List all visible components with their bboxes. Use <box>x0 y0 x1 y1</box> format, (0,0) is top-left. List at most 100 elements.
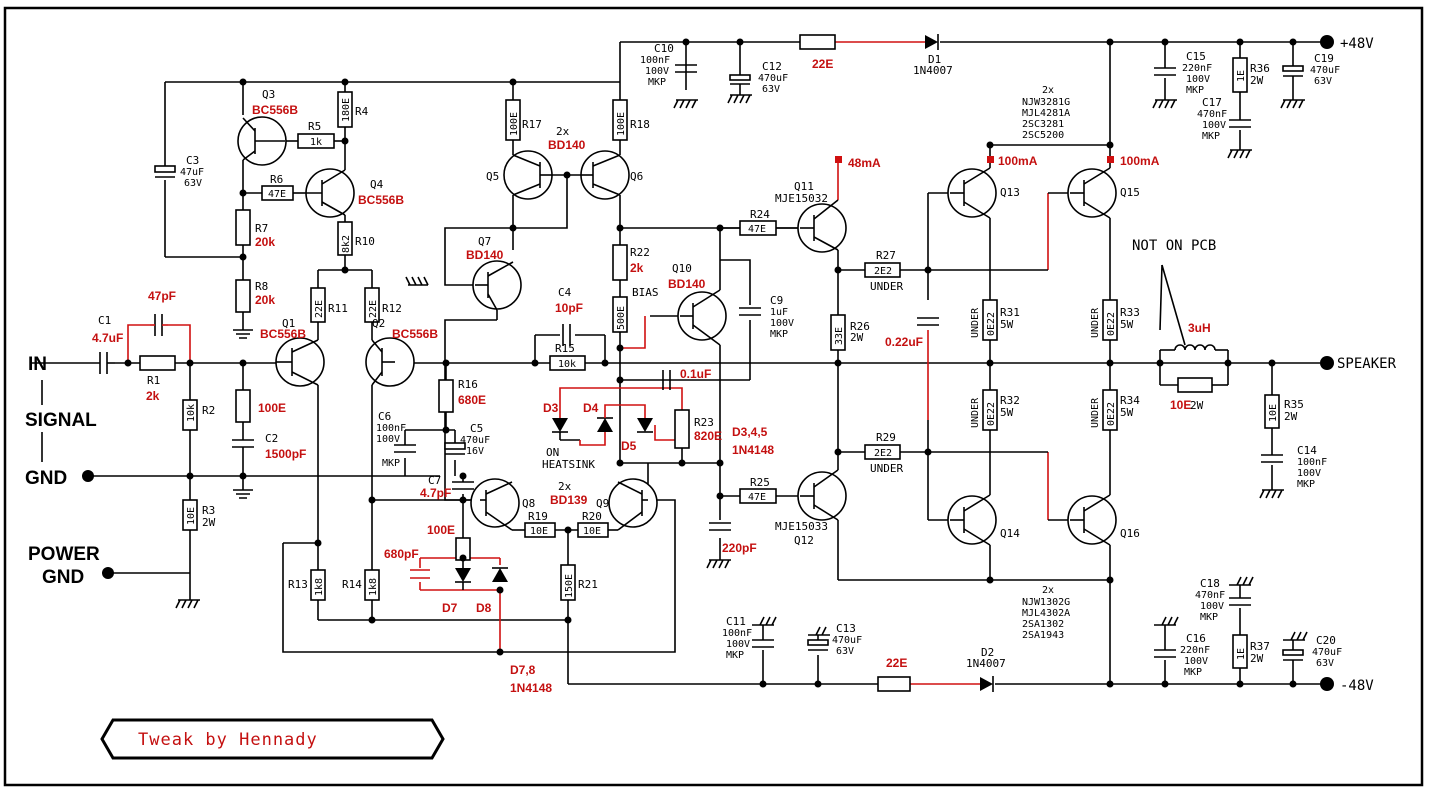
svg-text:1k8: 1k8 <box>314 578 325 596</box>
resistor-r32 <box>982 389 998 431</box>
svg-text:1N4148: 1N4148 <box>732 443 774 457</box>
svg-text:100E: 100E <box>427 523 455 537</box>
svg-text:R32: R32 <box>1000 394 1020 407</box>
svg-text:R26: R26 <box>850 320 870 333</box>
svg-text:1k: 1k <box>310 137 322 148</box>
svg-text:Q12: Q12 <box>794 534 814 547</box>
svg-text:100V: 100V <box>726 639 750 650</box>
svg-text:UNDER: UNDER <box>1090 307 1101 338</box>
resistor-r15 <box>549 355 586 371</box>
svg-text:MKP: MKP <box>1184 667 1202 678</box>
svg-text:C7: C7 <box>428 474 441 487</box>
svg-text:Q8: Q8 <box>522 497 535 510</box>
transistor-q4 <box>305 168 355 218</box>
svg-text:R8: R8 <box>255 280 268 293</box>
svg-text:1500pF: 1500pF <box>265 447 306 461</box>
svg-text:180E: 180E <box>341 98 352 122</box>
svg-text:2k: 2k <box>146 389 160 403</box>
resistor-r3 <box>182 499 198 531</box>
svg-text:10E: 10E <box>583 526 601 537</box>
svg-text:4.7uF: 4.7uF <box>92 331 123 345</box>
svg-text:BD140: BD140 <box>668 277 706 291</box>
svg-text:R6: R6 <box>270 173 283 186</box>
svg-text:R2: R2 <box>202 404 215 417</box>
svg-text:R31: R31 <box>1000 306 1020 319</box>
svg-text:63V: 63V <box>1314 76 1332 87</box>
svg-text:Q7: Q7 <box>478 235 491 248</box>
svg-text:MKP: MKP <box>382 458 400 469</box>
resistor-r35 <box>1264 394 1280 429</box>
svg-text:UNDER: UNDER <box>870 280 903 293</box>
svg-text:22E: 22E <box>886 656 907 670</box>
speaker-terminal <box>1320 356 1334 370</box>
svg-text:100nF: 100nF <box>640 55 670 66</box>
ground-symbols <box>175 94 1308 641</box>
svg-text:R36: R36 <box>1250 62 1270 75</box>
svg-text:47E: 47E <box>748 492 766 503</box>
resistor-r7 <box>235 209 251 246</box>
svg-text:2x: 2x <box>1042 85 1054 96</box>
svg-text:Q5: Q5 <box>486 170 499 183</box>
svg-text:BC556B: BC556B <box>358 193 404 207</box>
resistor-r20 <box>577 522 609 538</box>
svg-text:2W: 2W <box>1250 652 1264 665</box>
svg-text:C16: C16 <box>1186 632 1206 645</box>
svg-text:10k: 10k <box>186 404 197 422</box>
svg-text:2W: 2W <box>1284 410 1298 423</box>
svg-text:C3: C3 <box>186 154 199 167</box>
svg-text:10E: 10E <box>1170 398 1191 412</box>
svg-text:HEATSINK: HEATSINK <box>542 458 595 471</box>
svg-text:C20: C20 <box>1316 634 1336 647</box>
resistor-r37 <box>1232 634 1248 669</box>
svg-text:R10: R10 <box>355 235 375 248</box>
svg-text:1N4007: 1N4007 <box>966 657 1006 670</box>
transistor-q16 <box>1067 494 1117 546</box>
svg-text:C12: C12 <box>762 60 782 73</box>
svg-text:Q1: Q1 <box>282 317 295 330</box>
svg-text:R23: R23 <box>694 416 714 429</box>
svg-text:100nF: 100nF <box>376 423 406 434</box>
resistor-r4 <box>337 91 353 128</box>
svg-text:D1: D1 <box>928 53 941 66</box>
diodes <box>455 34 994 692</box>
svg-text:2x: 2x <box>558 480 572 493</box>
resistor-r17 <box>505 99 521 141</box>
svg-text:1E: 1E <box>1236 70 1247 82</box>
svg-text:100E: 100E <box>616 112 627 136</box>
svg-text:470uF: 470uF <box>460 435 490 446</box>
svg-text:220nF: 220nF <box>1182 63 1212 74</box>
svg-text:680pF: 680pF <box>384 547 419 561</box>
resistor-r10 <box>337 221 353 256</box>
potentiometer-bias <box>612 296 628 333</box>
svg-text:2E2: 2E2 <box>874 266 892 277</box>
svg-text:MJE15033: MJE15033 <box>775 520 828 533</box>
resistor-r22 <box>612 244 628 281</box>
svg-text:R35: R35 <box>1284 398 1304 411</box>
svg-text:C2: C2 <box>265 432 278 445</box>
resistor-r16 <box>438 379 454 413</box>
svg-text:100nF: 100nF <box>722 628 752 639</box>
power-gnd-terminal <box>102 567 114 579</box>
svg-text:10E: 10E <box>530 526 548 537</box>
svg-text:100E: 100E <box>258 401 286 415</box>
svg-text:100mA: 100mA <box>1120 154 1160 168</box>
resistor-r2 <box>182 399 198 431</box>
svg-text:1N4148: 1N4148 <box>510 681 552 695</box>
svg-text:C6: C6 <box>378 410 391 423</box>
svg-text:R7: R7 <box>255 222 268 235</box>
svg-text:C15: C15 <box>1186 50 1206 63</box>
svg-text:Q11: Q11 <box>794 180 814 193</box>
svg-text:R13: R13 <box>288 578 308 591</box>
svg-text:R11: R11 <box>328 302 348 315</box>
svg-text:10E: 10E <box>186 507 197 525</box>
svg-text:220nF: 220nF <box>1180 645 1210 656</box>
svg-text:Q6: Q6 <box>630 170 643 183</box>
label-power-gnd: GND <box>42 567 84 588</box>
transistor-q1 <box>275 337 325 387</box>
svg-text:R12: R12 <box>382 302 402 315</box>
resistor-r5 <box>297 133 335 149</box>
svg-text:2k: 2k <box>630 261 644 275</box>
label-power: POWER <box>28 544 100 565</box>
svg-text:D7,8: D7,8 <box>510 663 536 677</box>
